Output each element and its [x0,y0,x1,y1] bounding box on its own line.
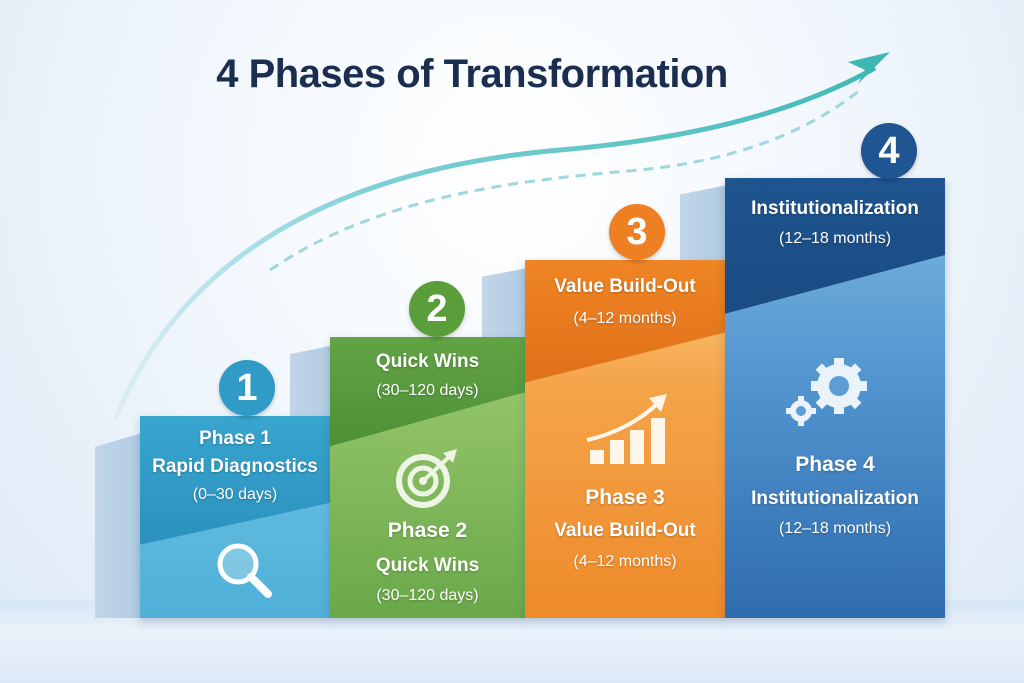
phase-4-header-duration: (12–18 months) [778,230,892,247]
magnifier-icon [217,543,272,598]
phase-2-label: Phase 2 [387,519,468,542]
phase-4-header-name: Institutionalization [751,198,919,219]
phase-1-badge: 1 [219,360,275,416]
phase-1-name: Rapid Diagnostics [152,456,318,477]
page-title: 4 Phases of Transformation [216,52,728,96]
phase-3-badge: 3 [609,204,665,260]
phase-3-label: Phase 3 [585,486,665,509]
phase-2-name: Quick Wins [375,555,480,576]
phase-3-duration: (4–12 months) [573,553,677,570]
step-1-side [95,432,145,618]
phase-3-step: Value Build-Out (4–12 months) Phase 3 Va… [525,260,725,618]
step-4-side [680,185,728,263]
phase-4-step: Institutionalization (12–18 months) Phas… [725,178,945,618]
phase-2-badge: 2 [409,281,465,337]
phase-2-header-duration: (30–120 days) [376,382,479,399]
phase-4-badge: 4 [861,123,917,179]
phase-1-title: Phase 1 [199,428,271,449]
phase-4-duration: (12–18 months) [778,520,892,537]
phase-2-step: Quick Wins (30–120 days) Phase 2 Quick W… [330,337,525,618]
phase-4-name: Institutionalization [751,488,919,509]
step-2-side [290,345,335,420]
phase-2-duration: (30–120 days) [376,587,479,604]
target-icon [396,449,457,508]
gears-icon [786,358,867,426]
phase-4-label: Phase 4 [795,453,875,476]
phase-3-name: Value Build-Out [554,520,696,541]
step-3-side [482,268,528,340]
phase-3-header-name: Value Build-Out [554,276,696,297]
growth-chart-icon [586,394,667,464]
phase-2-header-name: Quick Wins [375,351,480,372]
phase-3-header-duration: (4–12 months) [573,310,677,327]
phase-1-duration: (0–30 days) [192,486,278,503]
phase-1-step: Phase 1 Rapid Diagnostics (0–30 days) [140,416,330,618]
